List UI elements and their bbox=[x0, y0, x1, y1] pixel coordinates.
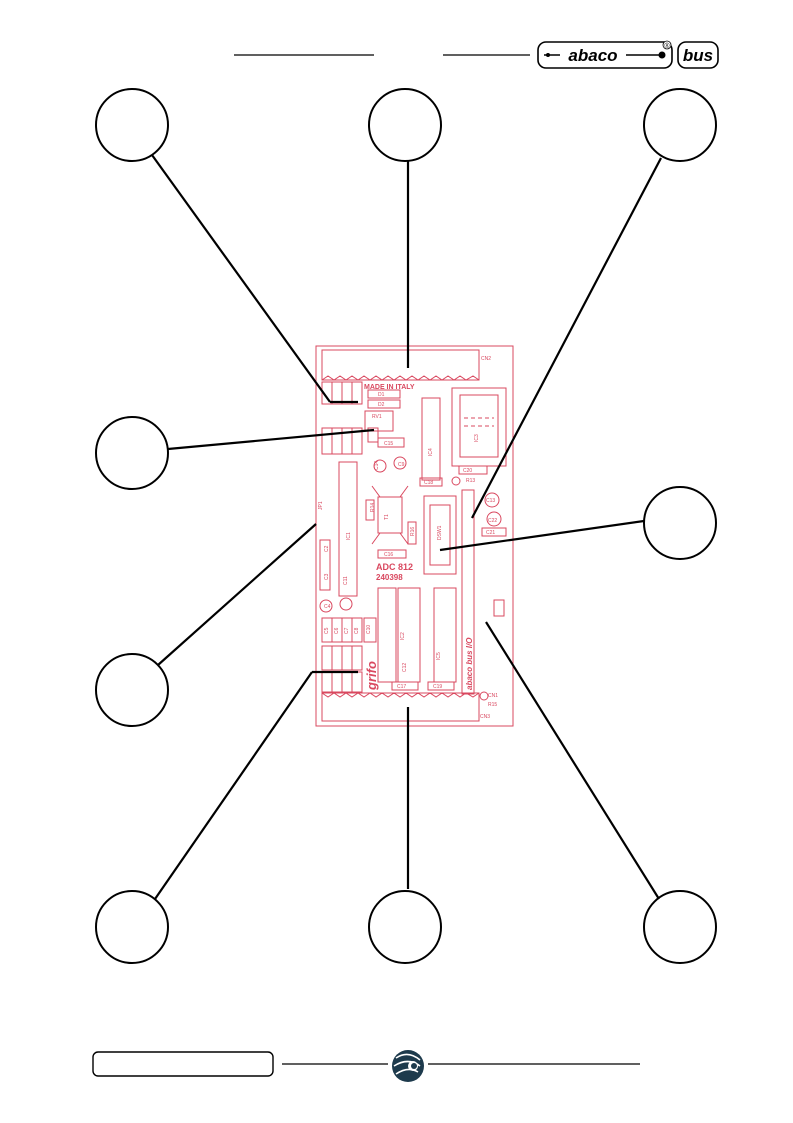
pcb-label-c8: C8 bbox=[354, 627, 360, 634]
callout-circle-mid-left-lower bbox=[95, 653, 169, 727]
callout-circle-top-center bbox=[368, 88, 442, 162]
pcb-label-c6: C6 bbox=[334, 627, 340, 634]
pcb-label-ic2: IC2 bbox=[400, 632, 406, 640]
pcb-made-in-italy: MADE IN ITALY bbox=[364, 384, 415, 391]
callout-circle-top-left bbox=[95, 88, 169, 162]
pcb-label-c11: C11 bbox=[343, 576, 349, 585]
pcb-label-c5: C5 bbox=[324, 627, 330, 634]
pcb-label-c18: C18 bbox=[424, 480, 433, 486]
callout-circle-top-right bbox=[643, 88, 717, 162]
pcb-label-r15: R15 bbox=[488, 702, 497, 708]
pcb-label-ic3: IC3 bbox=[474, 434, 480, 442]
pcb-label-c21: C21 bbox=[486, 530, 495, 536]
callout-circle-bottom-right bbox=[643, 890, 717, 964]
pcb-label-dsw1: DSW1 bbox=[437, 525, 443, 540]
leader-bottom-right bbox=[485, 621, 660, 900]
pcb-label-r16: R16 bbox=[410, 527, 416, 536]
pcb-brand: grifo bbox=[364, 661, 379, 691]
leader-bottom-left bbox=[154, 671, 313, 900]
pcb-label-jp1: JP1 bbox=[318, 501, 324, 510]
pcb-model: ADC 812 bbox=[376, 562, 413, 572]
pcb-label-cn1: CN1 bbox=[488, 693, 498, 699]
pcb-label-c16: C16 bbox=[384, 552, 393, 558]
leader-top-left bbox=[151, 154, 331, 403]
callout-circle-bottom-center bbox=[368, 890, 442, 964]
pcb-label-r14: R14 bbox=[370, 503, 376, 512]
pcb-label-c14: C14 bbox=[374, 461, 380, 470]
pcb-label-ic4: IC4 bbox=[428, 448, 434, 456]
pcb-label-d1: D1 bbox=[378, 392, 385, 398]
pcb-label-c2: C2 bbox=[324, 545, 330, 552]
abaco-logo: abaco ® bbox=[537, 40, 673, 69]
bus-logo-text: bus bbox=[683, 46, 713, 65]
pcb-code: 240398 bbox=[376, 573, 403, 582]
pcb-board-drawing bbox=[315, 345, 514, 727]
pcb-label-c22: C22 bbox=[488, 518, 497, 524]
connector-cn3 bbox=[321, 692, 480, 722]
pcb-label-c20: C20 bbox=[463, 468, 472, 474]
pcb-label-c13: C13 bbox=[486, 498, 495, 504]
pcb-label-c15: C15 bbox=[384, 441, 393, 447]
pcb-label-t1: T1 bbox=[384, 514, 390, 520]
footer-label-box bbox=[92, 1051, 274, 1077]
pcb-vertical-brand: abaco bus I/O bbox=[465, 637, 474, 690]
connector-cn2 bbox=[321, 349, 480, 381]
pcb-label-c12: C12 bbox=[402, 663, 408, 672]
leader-mid-right bbox=[439, 519, 645, 552]
registered-mark-circle bbox=[662, 40, 672, 50]
pcb-label-r13: R13 bbox=[466, 478, 475, 484]
pcb-label-cn3: CN3 bbox=[480, 714, 490, 720]
pcb-label-rv1: RV1 bbox=[372, 414, 382, 420]
callout-circle-mid-left-upper bbox=[95, 416, 169, 490]
leader-mid-left-lower bbox=[157, 523, 317, 666]
pcb-label-d2: D2 bbox=[378, 402, 385, 408]
pcb-label-c17: C17 bbox=[397, 684, 406, 690]
pcb-label-ic1: IC1 bbox=[346, 532, 352, 540]
pcb-label-ic5: IC5 bbox=[436, 652, 442, 660]
pcb-label-c10: C10 bbox=[366, 625, 372, 634]
pcb-label-c7: C7 bbox=[344, 627, 350, 634]
leader-mid-left-upper bbox=[167, 428, 375, 451]
pcb-label-c3: C3 bbox=[324, 573, 330, 580]
pcb-label-c4: C4 bbox=[324, 604, 331, 610]
registered-mark: ® bbox=[664, 42, 670, 50]
leader-top-right bbox=[471, 157, 662, 519]
grifo-swirl-logo bbox=[392, 1050, 424, 1082]
callout-circle-mid-right bbox=[643, 486, 717, 560]
abaco-logo-text: abaco bbox=[568, 46, 617, 65]
pcb-label-cn2: CN2 bbox=[481, 356, 491, 362]
callout-circle-bottom-left bbox=[95, 890, 169, 964]
pcb-outline bbox=[315, 345, 514, 727]
pcb-label-c9: C9 bbox=[398, 462, 405, 468]
pcb-label-c19: C19 bbox=[433, 684, 442, 690]
bus-logo: bus bbox=[677, 41, 719, 69]
